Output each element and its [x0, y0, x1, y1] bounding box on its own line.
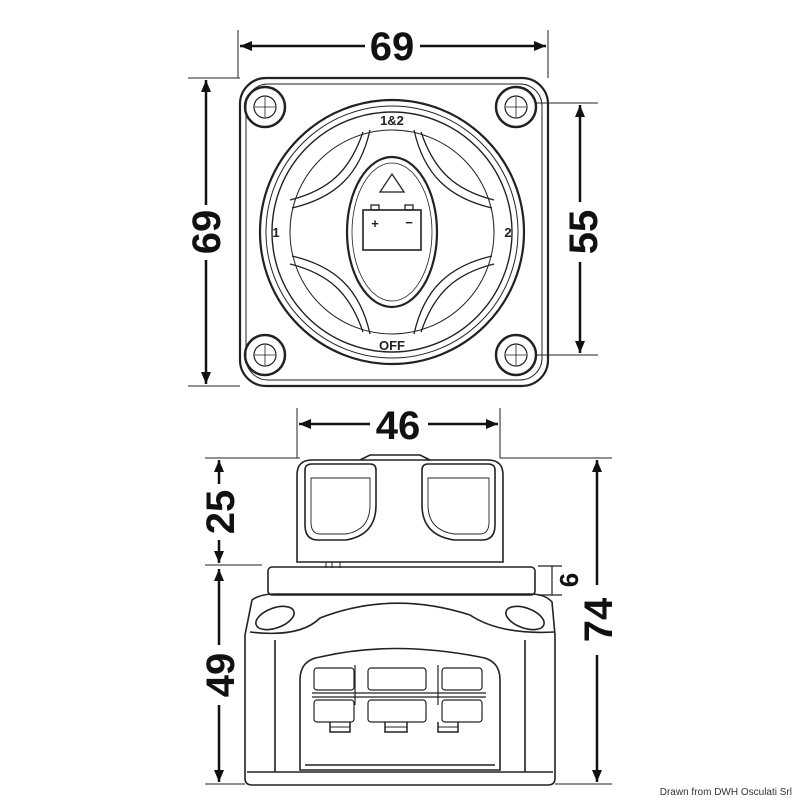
screw-hole-top-right	[494, 85, 538, 129]
position-label-both: 1&2	[380, 113, 404, 128]
dimension-label: 25	[199, 490, 243, 535]
position-label-2: 2	[504, 225, 511, 240]
position-label-off: OFF	[379, 338, 405, 353]
dimension-label: 55	[562, 210, 606, 255]
battery-icon: + −	[362, 204, 422, 251]
dimension-label: 69	[185, 210, 229, 255]
screw-hole-bottom-right	[494, 333, 538, 377]
selector-ring	[258, 98, 526, 366]
dimension-label: 46	[376, 404, 421, 448]
knob-center-oval	[345, 155, 439, 309]
screw-holes	[243, 85, 538, 377]
dimension-top-width: 69	[237, 25, 549, 78]
knob-lobes	[289, 129, 495, 335]
dimension-knob-height: 25	[199, 457, 300, 566]
screw-hole-top-left	[243, 85, 287, 129]
pointer-triangle-icon	[378, 172, 406, 193]
dimension-label: 69	[370, 25, 415, 69]
knob-side	[296, 454, 504, 568]
base-cap	[267, 566, 536, 596]
dimension-label: 49	[199, 653, 243, 698]
position-label-1: 1	[272, 225, 279, 240]
battery-plus-label: +	[371, 216, 379, 231]
dimension-knob-width: 46	[296, 404, 501, 458]
side-view	[244, 454, 556, 786]
top-view: + − 1&2 1 2 OFF	[238, 76, 550, 388]
credit-text: Drawn from DWH Osculati Srl	[659, 787, 792, 798]
battery-minus-label: −	[405, 215, 413, 230]
dimension-total-height: 74	[500, 457, 621, 785]
dimension-label: 6	[554, 573, 584, 587]
dimension-hole-spacing: 55	[536, 102, 606, 356]
terminal-nuts	[312, 665, 486, 733]
switch-body	[244, 593, 556, 786]
screw-hole-bottom-left	[243, 333, 287, 377]
dimension-body-height: 49	[199, 569, 245, 785]
mounting-plate-inner-edge	[245, 83, 543, 381]
dimension-label: 74	[577, 597, 621, 642]
mounting-plate	[238, 76, 550, 388]
dimension-top-height: 69	[185, 77, 240, 387]
dimension-cap-height: 6	[538, 565, 584, 596]
